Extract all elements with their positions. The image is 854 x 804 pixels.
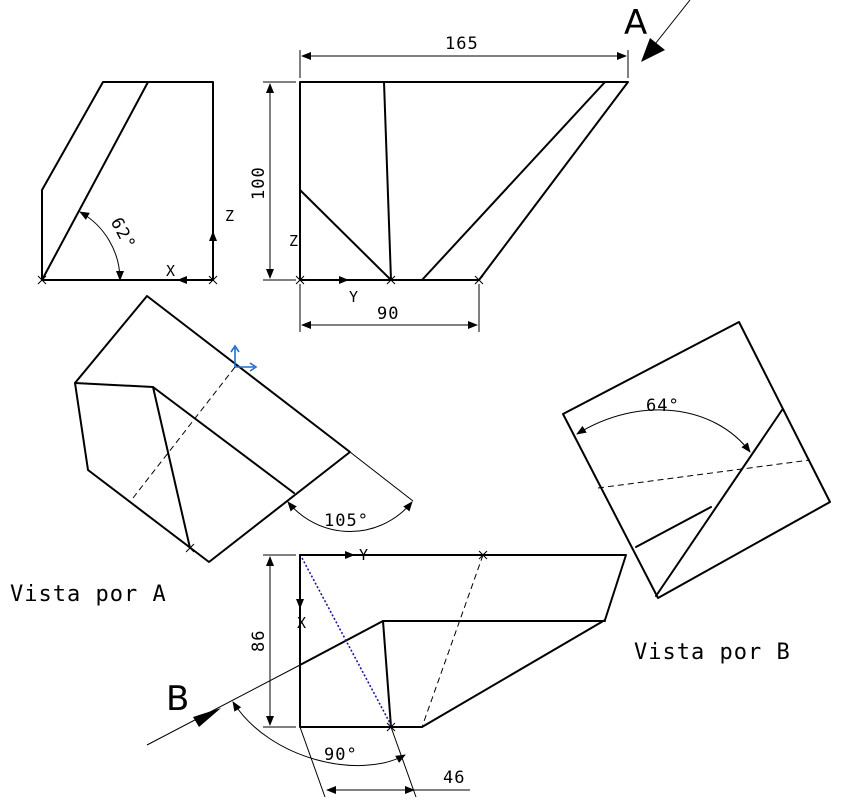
side-x-label: X (166, 262, 175, 280)
plan-hidden-edge (421, 554, 484, 728)
dimension-100-label: 100 (249, 166, 269, 200)
plan-view: Y X 86 B 90° 46 (146, 546, 627, 798)
side-view: 62° Z X (37, 81, 234, 285)
dimension-46-label: 46 (443, 768, 465, 788)
plan-dotted-diagonal (301, 557, 392, 726)
caption-view-a: Vista por A (10, 582, 167, 607)
view-b: 64° (562, 321, 831, 599)
view-a-arrowhead (641, 38, 665, 62)
angle-arc-side (79, 211, 124, 281)
iso-outline (74, 295, 351, 563)
dimension-100: 100 (249, 81, 296, 281)
front-view-edge-1 (383, 81, 392, 281)
view-b-letter: B (166, 679, 189, 719)
dimension-165-label: 165 (445, 34, 479, 54)
dimension-90: 90 (299, 284, 480, 332)
dimension-86-label: 86 (249, 630, 269, 652)
view-b-edge (635, 506, 712, 548)
view-b-marker: B (146, 664, 301, 746)
angle-arc-view-b (576, 409, 751, 453)
front-view-edge-2 (299, 189, 392, 281)
dimension-90-label: 90 (377, 304, 399, 324)
iso-hidden-edge (132, 366, 236, 499)
view-b-slant-edge (655, 409, 783, 597)
view-a-marker: A (624, 0, 691, 62)
caption-view-b: Vista por B (634, 640, 791, 665)
angle-arc-plan (232, 701, 406, 767)
dimension-86: 86 (249, 554, 296, 728)
angle-label-iso: 105° (324, 511, 369, 531)
plan-x-label: X (297, 614, 306, 632)
front-z-label: Z (289, 232, 298, 250)
view-a-letter: A (624, 3, 647, 43)
iso-extension-line (349, 451, 414, 502)
angle-label-view-b: 64° (646, 396, 680, 416)
view-b-hidden-edge (597, 459, 811, 489)
angle-label-side: 62° (106, 214, 139, 253)
isometric-view: 105° (74, 295, 414, 563)
plan-y-label: Y (359, 546, 368, 564)
front-view-vertex-marks (295, 275, 484, 285)
view-b-arrowhead (193, 708, 221, 727)
front-view: Z Y 165 100 90 (249, 0, 691, 332)
angle-label-plan: 90° (324, 745, 358, 765)
side-view-vertex-marks (37, 275, 218, 285)
angle-arc-iso (287, 501, 413, 532)
dimension-46: 46 (299, 726, 470, 798)
plan-outline (299, 554, 627, 728)
front-view-edge-3 (421, 81, 606, 281)
dimension-165: 165 (299, 34, 629, 78)
iso-inner-face (74, 382, 191, 549)
side-z-label: Z (225, 207, 234, 225)
side-view-slant-edge (41, 81, 149, 281)
plan-vertex-marks (386, 550, 488, 732)
iso-edge (152, 386, 295, 494)
front-y-label: Y (349, 288, 358, 306)
view-b-outline (562, 321, 831, 599)
plan-step (299, 620, 606, 666)
iso-axis-icon (230, 344, 258, 372)
